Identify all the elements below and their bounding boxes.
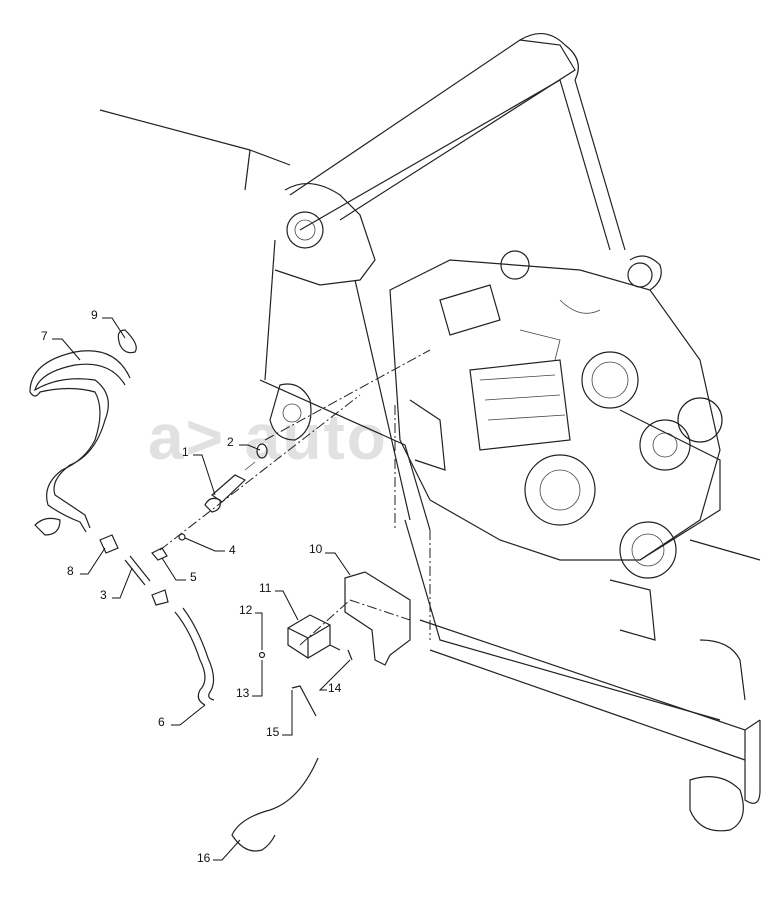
machine-frame bbox=[99, 33, 761, 832]
callout-8: 8 bbox=[67, 564, 74, 578]
part-14-nut bbox=[347, 649, 353, 661]
part-6-hose bbox=[174, 607, 215, 706]
callout-9: 9 bbox=[91, 308, 98, 322]
callout-2: 2 bbox=[227, 435, 234, 449]
callout-16: 16 bbox=[197, 851, 211, 865]
watermark-logo: a> auto bbox=[148, 401, 388, 473]
callout-15: 15 bbox=[266, 725, 280, 739]
callout-1: 1 bbox=[182, 445, 189, 459]
part-1-sensor bbox=[204, 461, 256, 513]
callout-3: 3 bbox=[100, 588, 107, 602]
part-5-nut bbox=[151, 547, 168, 561]
part-9-clamp bbox=[117, 329, 137, 354]
part-2-oring bbox=[256, 443, 268, 459]
part-4-fitting bbox=[178, 533, 186, 541]
callout-7: 7 bbox=[41, 329, 48, 343]
part-3-tube bbox=[124, 555, 151, 586]
part-16-cable bbox=[231, 757, 319, 852]
part-12-screw bbox=[258, 651, 266, 659]
callout-14: 14 bbox=[328, 681, 342, 695]
callout-12: 12 bbox=[239, 603, 253, 617]
callout-6: 6 bbox=[158, 715, 165, 729]
callout-10: 10 bbox=[309, 542, 323, 556]
leader-lines bbox=[52, 317, 351, 861]
part-11-switch bbox=[287, 614, 341, 659]
part-8-clamp bbox=[99, 534, 119, 554]
callout-13: 13 bbox=[236, 686, 250, 700]
callout-5: 5 bbox=[190, 570, 197, 584]
engine-assembly bbox=[389, 250, 723, 579]
part-15-bolt bbox=[291, 685, 317, 717]
part-7-hose bbox=[29, 350, 131, 536]
callout-11: 11 bbox=[259, 581, 272, 595]
callout-4: 4 bbox=[229, 543, 236, 557]
part-10-bracket bbox=[344, 571, 411, 666]
